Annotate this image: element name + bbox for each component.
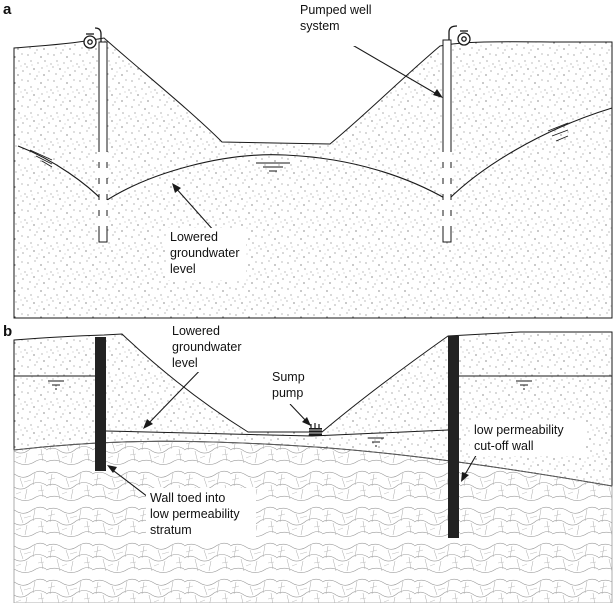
wall-toed-label: Wall toed into low permeability stratum bbox=[150, 491, 243, 537]
panel-a-groundwater-curve bbox=[17, 107, 613, 203]
lowered-gw-leader-arrow-a bbox=[172, 183, 216, 233]
right-well bbox=[442, 39, 452, 243]
lowered-gw-label-b: Lowered groundwater level bbox=[172, 324, 245, 370]
panel-b: b Lowered groundwater level Sump pump lo… bbox=[3, 322, 613, 603]
left-cutoff-wall bbox=[95, 337, 106, 471]
panel-a: a Pumped well system Lowered groundwater… bbox=[3, 0, 613, 319]
left-pump-icon bbox=[83, 27, 102, 49]
lowered-gw-label-a: Lowered groundwater level bbox=[170, 230, 243, 276]
water-level-symbol bbox=[29, 122, 569, 172]
sump-pump-leader-arrow bbox=[289, 403, 311, 426]
panel-a-letter: a bbox=[3, 1, 12, 18]
sump-pump-icon bbox=[309, 423, 322, 436]
panel-b-letter: b bbox=[3, 323, 12, 340]
water-level-symbol bbox=[48, 380, 532, 447]
cutoff-wall-label: low permeability cut-off wall bbox=[474, 423, 567, 453]
pumped-well-label: Pumped well system bbox=[300, 3, 375, 33]
cutoff-wall-leader-arrow bbox=[461, 451, 479, 482]
left-well bbox=[98, 41, 108, 243]
right-cutoff-wall bbox=[448, 336, 459, 538]
wall-toed-leader-arrow bbox=[107, 465, 153, 501]
right-pump-icon bbox=[448, 25, 471, 46]
sump-pump-label: Sump pump bbox=[272, 370, 308, 400]
